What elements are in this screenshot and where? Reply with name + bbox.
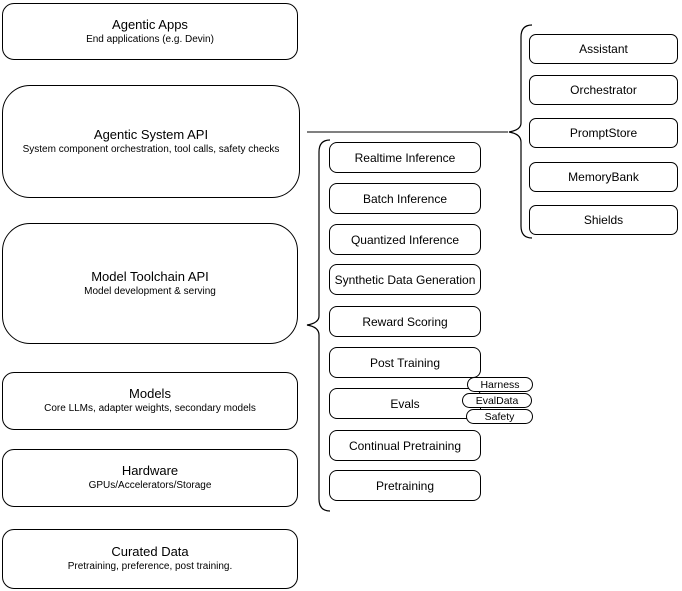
box-subtitle: Pretraining, preference, post training. xyxy=(67,561,233,572)
box-label: Pretraining xyxy=(375,478,435,493)
box-reward-scoring: Reward Scoring xyxy=(329,306,481,337)
pill-label: Safety xyxy=(484,410,515,423)
box-title: Agentic System API xyxy=(93,126,209,142)
box-label: MemoryBank xyxy=(568,170,639,184)
box-subtitle: Core LLMs, adapter weights, secondary mo… xyxy=(44,403,256,414)
box-label: Reward Scoring xyxy=(362,314,448,329)
box-curated-data: Curated Data Pretraining, preference, po… xyxy=(2,529,298,589)
pill-evaldata: EvalData xyxy=(462,393,532,408)
box-title: Curated Data xyxy=(111,544,189,559)
box-subtitle: GPUs/Accelerators/Storage xyxy=(88,480,212,491)
box-label: Post Training xyxy=(369,355,441,370)
box-subtitle: Model development & serving xyxy=(84,285,216,297)
box-model-toolchain-api: Model Toolchain API Model development & … xyxy=(2,223,298,344)
box-hardware: Hardware GPUs/Accelerators/Storage xyxy=(2,449,298,507)
box-label: Synthetic Data Generation xyxy=(334,272,476,287)
box-memorybank: MemoryBank xyxy=(529,162,678,192)
box-promptstore: PromptStore xyxy=(529,118,678,148)
box-title: Hardware xyxy=(121,463,179,478)
box-label: Realtime Inference xyxy=(354,150,456,165)
box-models: Models Core LLMs, adapter weights, secon… xyxy=(2,372,298,430)
box-synthetic-data-generation: Synthetic Data Generation xyxy=(329,264,481,295)
box-label: Evals xyxy=(390,396,420,411)
pill-safety: Safety xyxy=(466,409,533,424)
pill-harness: Harness xyxy=(467,377,533,392)
box-evals: Evals xyxy=(329,388,481,419)
box-realtime-inference: Realtime Inference xyxy=(329,142,481,173)
pill-label: Harness xyxy=(480,378,520,391)
box-continual-pretraining: Continual Pretraining xyxy=(329,430,481,461)
box-pretraining: Pretraining xyxy=(329,470,481,501)
box-assistant: Assistant xyxy=(529,34,678,64)
box-title: Model Toolchain API xyxy=(91,268,209,284)
box-label: Shields xyxy=(583,213,624,227)
box-orchestrator: Orchestrator xyxy=(529,75,678,105)
box-agentic-system-api: Agentic System API System component orch… xyxy=(2,85,300,198)
box-post-training: Post Training xyxy=(329,347,481,378)
box-subtitle: System component orchestration, tool cal… xyxy=(22,143,280,155)
box-label: Quantized Inference xyxy=(350,232,460,247)
box-label: Batch Inference xyxy=(362,191,448,206)
box-title: Models xyxy=(129,386,171,401)
box-agentic-apps: Agentic Apps End applications (e.g. Devi… xyxy=(2,3,298,60)
box-subtitle: End applications (e.g. Devin) xyxy=(86,33,214,45)
box-shields: Shields xyxy=(529,205,678,235)
toolchain-group-brace xyxy=(306,139,331,512)
pill-label: EvalData xyxy=(475,394,519,407)
box-label: Assistant xyxy=(579,42,628,56)
box-label: PromptStore xyxy=(569,126,638,140)
box-label: Continual Pretraining xyxy=(348,438,462,453)
box-quantized-inference: Quantized Inference xyxy=(329,224,481,255)
box-batch-inference: Batch Inference xyxy=(329,183,481,214)
box-title: Agentic Apps xyxy=(112,16,188,32)
box-label: Orchestrator xyxy=(570,83,637,97)
